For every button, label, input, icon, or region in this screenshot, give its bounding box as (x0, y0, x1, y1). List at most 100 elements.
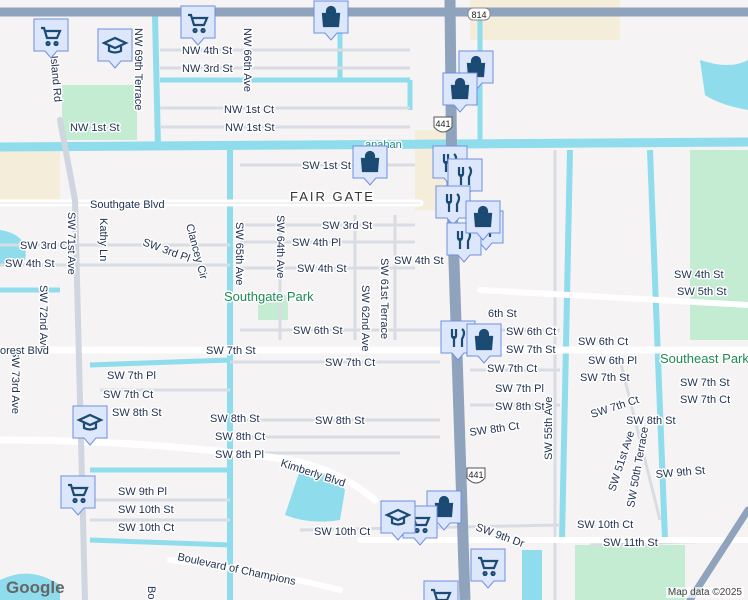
map-attribution: Map data ©2025 (665, 587, 744, 598)
svg-text:814: 814 (471, 10, 486, 20)
street-label: SW 65th Ave (233, 222, 245, 285)
street-label: SW 10th Ct (118, 522, 174, 534)
shopping-bag-icon (450, 77, 470, 100)
shopping-cart-marker[interactable] (60, 475, 96, 516)
street-label: SW 55th Ave (543, 397, 555, 460)
street-label: SW 10th Ct (577, 519, 633, 531)
minor-roads (0, 48, 748, 600)
graduation-cap-icon (384, 508, 412, 526)
street-label: SW 7th St (680, 377, 730, 389)
street-label: SW 4th St (5, 258, 55, 270)
street-label: NW 4th St (182, 45, 232, 57)
street-label: SW 1st St (302, 160, 351, 172)
shopping-bag-icon (473, 205, 493, 228)
street-label: SW 3rd Ct (20, 240, 71, 252)
street-label: Boul (145, 586, 157, 600)
shopping-bag-marker[interactable] (442, 72, 478, 113)
street-label: SW 5th St (677, 286, 727, 298)
street-label: SW 7th Ct (487, 363, 537, 375)
street-label: SW 10th St (118, 504, 174, 516)
google-logo: Google (6, 578, 65, 597)
street-label: SW 7th Ct (103, 389, 153, 401)
park-area (62, 85, 137, 140)
graduation-cap-icon (76, 413, 104, 431)
street-label: SW 3rd St (322, 220, 372, 232)
street-label: SW 8th St (626, 415, 676, 427)
graduation-cap-marker[interactable] (97, 28, 133, 69)
street-label: NW 1st St (70, 122, 120, 134)
street-label: SW 7th St (206, 345, 256, 357)
shopping-bag-icon (321, 5, 341, 28)
street-label: SW 8th Ct (469, 420, 520, 439)
street-label: SW 4th St (297, 263, 347, 275)
shopping-cart-icon (68, 483, 89, 504)
street-label: 6th St (488, 308, 517, 320)
shopping-cart-icon (431, 588, 452, 600)
restaurant-icon (445, 193, 461, 212)
street-label: orest Blvd (0, 345, 49, 357)
street-label: SW 7th Ct (680, 394, 730, 406)
street-label: SW 9th Pl (118, 486, 167, 498)
street-label: SW 62nd Ave (359, 285, 371, 351)
poi-markers (33, 0, 506, 600)
restaurant-marker[interactable] (435, 185, 471, 226)
street-label: SW 7th Pl (107, 370, 156, 382)
graduation-cap-marker[interactable] (72, 405, 108, 446)
shopping-bag-icon (360, 150, 380, 173)
shopping-bag-icon (474, 328, 494, 351)
street-label: NW 66th Ave (241, 28, 253, 92)
shopping-cart-marker[interactable] (33, 18, 69, 59)
svg-text:441: 441 (468, 470, 483, 480)
street-label: SW 73rd Ave (9, 350, 21, 414)
shopping-cart-marker[interactable] (423, 580, 459, 600)
park-label: Southgate Park (224, 289, 314, 304)
street-label: SW 7th St (580, 372, 630, 384)
shopping-cart-icon (188, 13, 209, 34)
route-shield-441: 441 (433, 116, 453, 133)
street-label: Boulevard of Champions (176, 551, 297, 588)
shopping-bag-marker[interactable] (466, 323, 502, 364)
street-label: SW 7th Ct (325, 357, 375, 369)
street-label: SW 8th St (315, 415, 365, 427)
street-label: Kathy Ln (97, 218, 109, 261)
restaurant-icon (450, 328, 466, 347)
street-label: SW 3rd Pl (141, 237, 192, 265)
street-label: SW 4th St (394, 255, 444, 267)
street-label: NW 69th Terrace (132, 28, 144, 110)
svg-text:441: 441 (435, 119, 450, 129)
street-label: SW 71st Ave (65, 212, 77, 275)
street-label: SW 6th Ct (506, 326, 556, 338)
street-label: SW 4th St (674, 269, 724, 281)
street-label: SW 61st Terrace (378, 258, 390, 339)
shopping-bag-marker[interactable] (352, 145, 388, 186)
street-label: SW 11th St (603, 537, 658, 549)
street-label: SW 8th St (495, 401, 545, 413)
street-label: SW 8th Pl (215, 449, 264, 461)
park-label: Southeast Park (660, 351, 748, 366)
main-roads (0, 117, 748, 600)
street-label: NW 1st St (225, 122, 275, 134)
shopping-bag-icon (466, 55, 486, 78)
restaurant-icon (457, 166, 473, 185)
street-label: NW 3rd St (182, 63, 233, 75)
shopping-cart-marker[interactable] (180, 5, 216, 46)
route-shield-814: 814 (467, 7, 491, 21)
street-label: SW 6th Pl (588, 355, 637, 367)
street-label: SW 8th Ct (215, 431, 265, 443)
graduation-cap-marker[interactable] (380, 500, 416, 541)
graduation-cap-icon (101, 36, 129, 54)
street-label: SW 6th Ct (578, 336, 628, 348)
street-label: SW 64th Ave (274, 215, 286, 278)
lakes (0, 60, 748, 600)
shopping-cart-marker[interactable] (470, 548, 506, 589)
street-label: SW 10th Ct (314, 526, 370, 538)
neighborhood-label: FAIR GATE (290, 189, 375, 204)
shopping-bag-marker[interactable] (465, 200, 501, 241)
street-label: SW 8th St (112, 407, 162, 419)
street-label: SW 7th St (506, 344, 556, 356)
street-label: SW 4th Pl (292, 237, 341, 249)
shopping-bag-marker[interactable] (313, 0, 349, 41)
street-label: SW 7th Pl (495, 383, 544, 395)
